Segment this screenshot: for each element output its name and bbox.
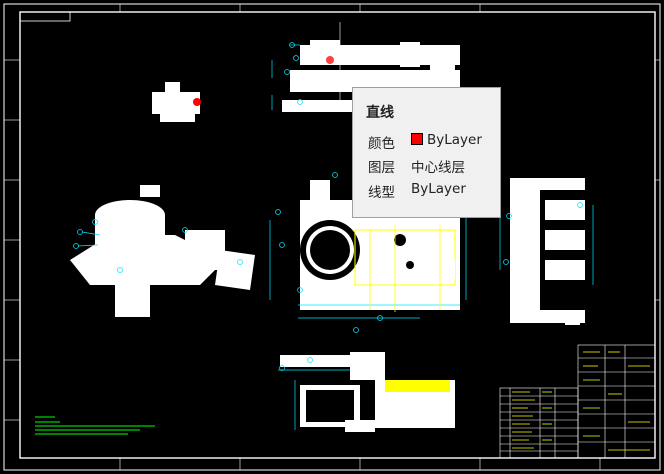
isometric-view-part[interactable]: [70, 185, 255, 317]
tooltip-linetype-value: ByLayer: [411, 181, 466, 197]
title-block-text: [583, 351, 650, 451]
tooltip-layer-label: 图层: [368, 160, 395, 176]
tooltip-color-label: 颜色: [368, 136, 395, 152]
zone-markers: [4, 4, 660, 470]
technical-notes: [35, 416, 155, 435]
bottom-view-dimensions: [278, 357, 350, 430]
parts-list-table: [499, 387, 579, 459]
sheet-outer-border: [3, 3, 661, 471]
tooltip-color-value-wrap: ByLayer: [411, 132, 482, 148]
tooltip-layer-value: 中心线层: [411, 160, 465, 176]
front-view-part[interactable]: [300, 180, 460, 310]
tooltip-title: 直线: [366, 105, 394, 121]
small-detail-part[interactable]: [152, 82, 201, 122]
side-view-part[interactable]: [510, 178, 590, 325]
front-view-highlight: [369, 225, 441, 312]
title-block: [577, 344, 656, 459]
tooltip-linetype-label: 线型: [368, 185, 395, 201]
parts-list-entries: [512, 391, 552, 449]
isometric-dimensions: [73, 219, 243, 273]
tooltip-color-value: ByLayer: [427, 132, 482, 148]
front-view-dimensions: [269, 172, 467, 333]
bottom-view-part[interactable]: [280, 352, 455, 432]
sheet-inner-frame: [19, 11, 656, 459]
object-properties-tooltip: 直线 颜色 ByLayer 图层 中心线层 线型 ByLayer: [352, 87, 501, 218]
color-swatch-icon: [411, 133, 423, 145]
top-view-dimensions: [271, 42, 303, 110]
title-tag-box: [19, 11, 71, 22]
